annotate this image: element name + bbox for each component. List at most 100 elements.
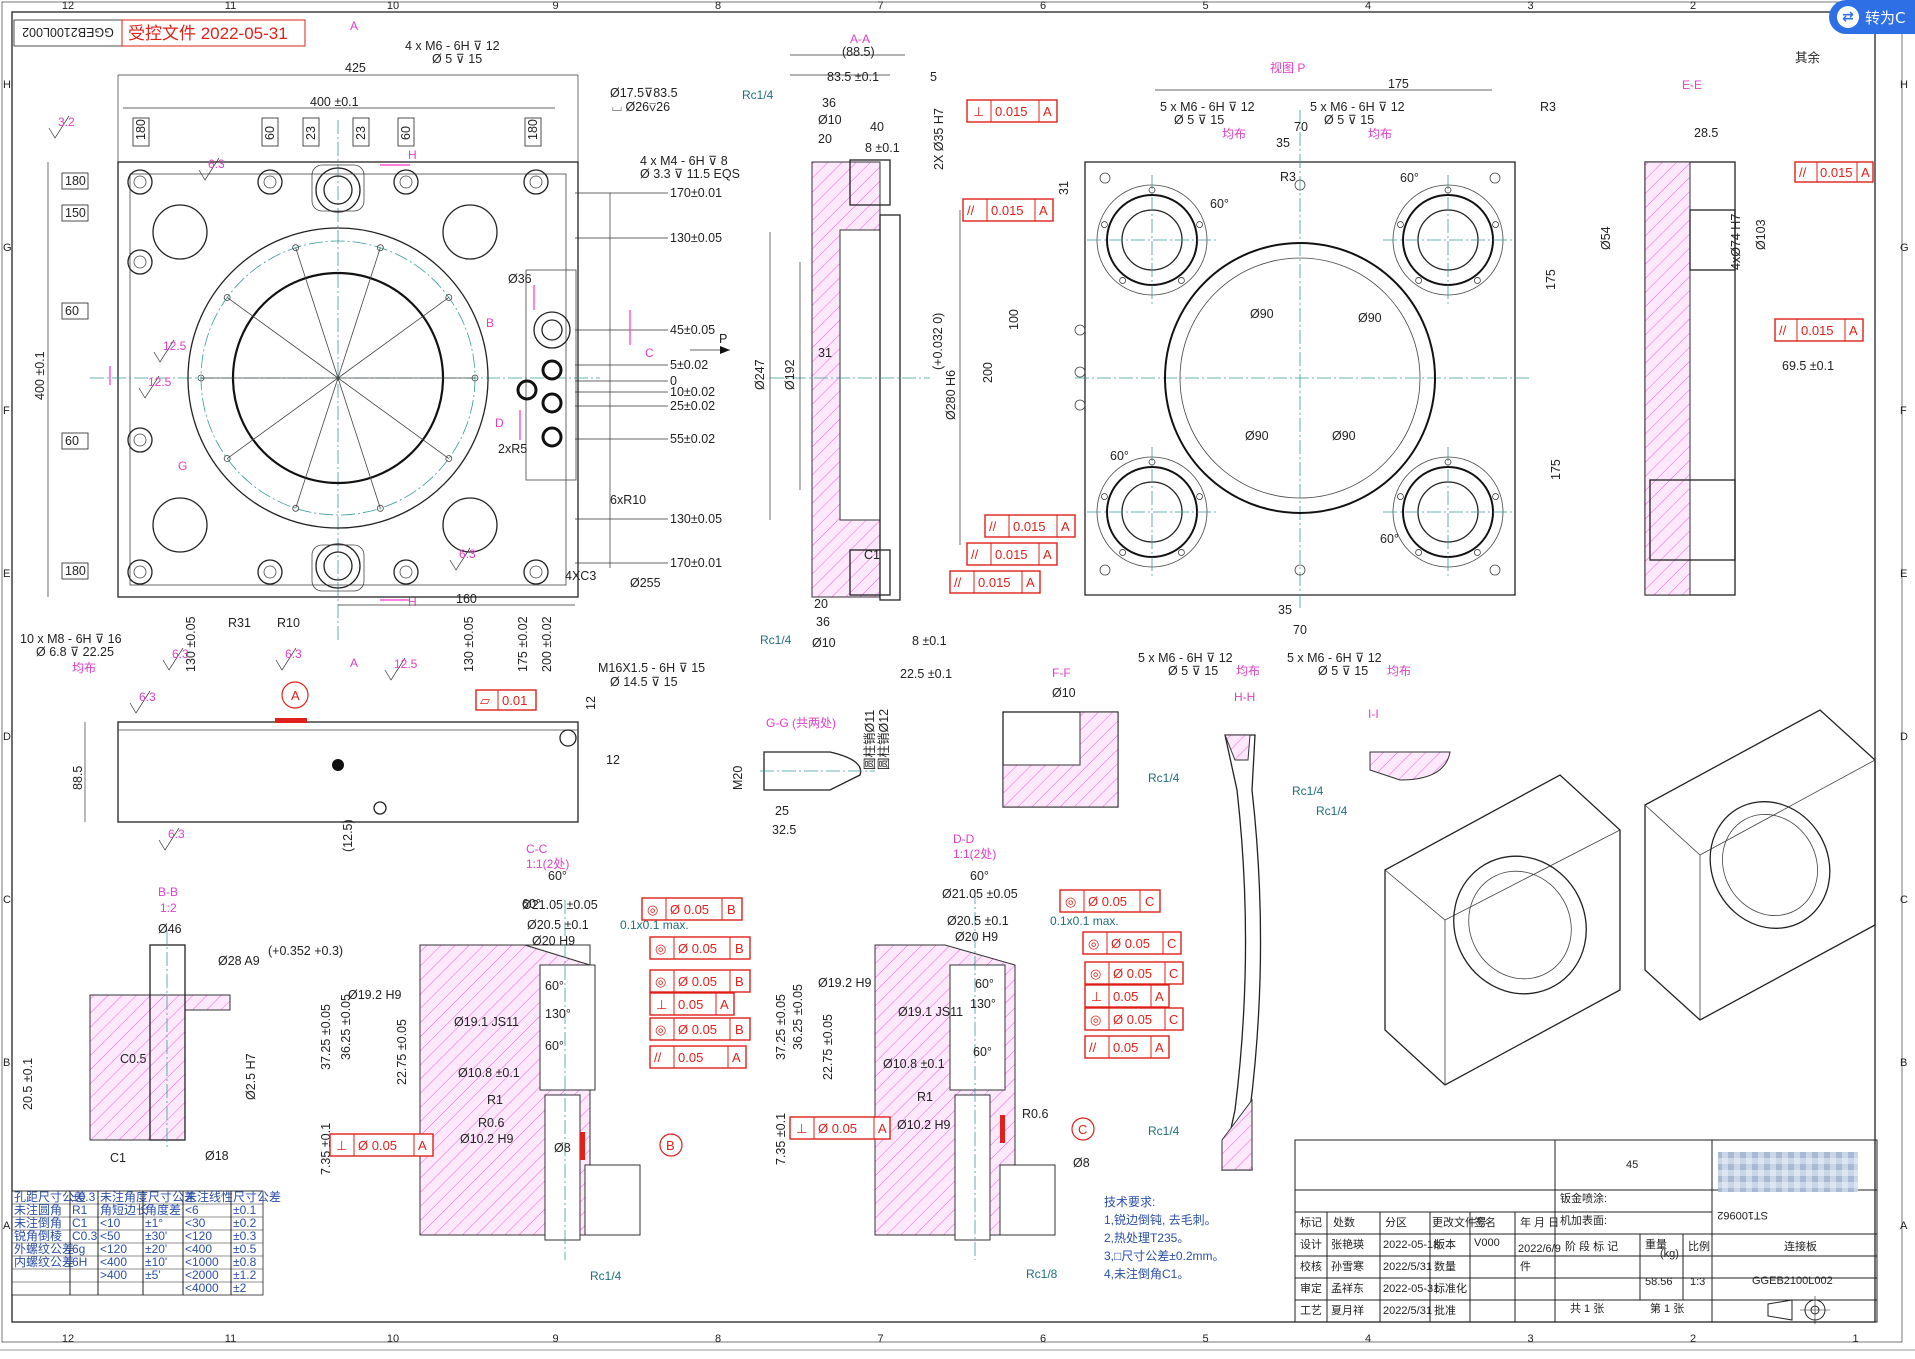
tol-cell-6-4: <2000 [185, 1268, 219, 1282]
small-hole [1074, 399, 1086, 411]
check-label: 校核 [1300, 1259, 1322, 1273]
section-dd-scale: 1:1(2处) [953, 847, 996, 861]
dim-2x-d35-h7: 2X Ø35 H7 [932, 108, 946, 170]
tol-cell-0-0: 孔距尺寸公差 [14, 1190, 86, 1204]
radius-2xr5: 2xR5 [498, 442, 527, 456]
dim-4x-d74-h7: 4xØ74 H7 [1729, 214, 1743, 270]
left-box-dim-3: 60 [65, 434, 79, 448]
tb-header-2: 分区 [1385, 1216, 1407, 1229]
dim-d192: Ø192 [783, 359, 797, 390]
angle-60-tl: 60° [1210, 197, 1229, 211]
svg-text://: // [967, 203, 975, 218]
standardization-label: 标准化 [1434, 1281, 1467, 1295]
svg-text://: // [654, 1050, 662, 1065]
grid-col-top-3: 3 [1527, 0, 1533, 12]
section-gg-label: G-G (共两处) [766, 716, 836, 730]
isometric-views [1384, 709, 1876, 1086]
tol-cell-5-0: 内螺纹公差 [14, 1255, 74, 1269]
tol-cell-0-2: 未注角度尺寸公差 [100, 1189, 196, 1204]
right-dim-d_25: 25±0.02 [670, 399, 715, 413]
dim-d247: Ø247 [753, 359, 767, 390]
cc-dim-d20-5: Ø20.5 ±0.1 [527, 918, 589, 932]
tol-cell-1-1: R1 [72, 1203, 88, 1217]
dim-20-5: 20.5 ±0.1 [21, 1058, 35, 1110]
dim-425: 425 [345, 61, 366, 75]
design-label: 设计 [1300, 1238, 1322, 1251]
section-dd-label: D-D [953, 832, 975, 846]
section-ii-label: I-I [1368, 707, 1379, 721]
dim-12-top: 12 [584, 696, 598, 710]
cc-dim-37-25: 37.25 ±0.05 [319, 1004, 333, 1070]
m16-thread-2: Ø 14.5 ⊽ 15 [610, 675, 678, 689]
svg-text:A: A [1155, 989, 1164, 1004]
pin-d12: 圆柱销Ø12 [876, 709, 891, 770]
svg-text:B: B [735, 974, 744, 989]
roughness-mark-9: 6.3 [459, 547, 476, 561]
dim-d10-bottom: Ø10 [812, 636, 836, 650]
rc14-ii: Rc1/4 [1316, 804, 1348, 818]
version-label: 版本 [1434, 1237, 1456, 1251]
tol-cell-2-5: ±0.2 [233, 1216, 257, 1230]
dd-dim-d20-h9: Ø20 H9 [955, 930, 998, 944]
thread-bl-note-2: Ø 6.8 ⊽ 22.25 [36, 645, 114, 659]
tb-header-0: 标记 [1300, 1215, 1322, 1229]
weight-unit: (kg) [1660, 1248, 1679, 1260]
sheet-frame [11, 11, 1876, 1323]
convert-button[interactable]: ⇄ 转为C [1829, 0, 1915, 34]
bolt-hole [292, 244, 300, 252]
dim-12-5: (12.5) [341, 819, 355, 852]
tol-cell-3-2: <50 [100, 1229, 121, 1243]
grid-col-bottom-6: 6 [1040, 1333, 1046, 1345]
tol-cell-0-1: ±0.3 [72, 1190, 96, 1204]
left-box-dim-1: 150 [65, 206, 86, 220]
dim-400-vertical: 400 ±0.1 [33, 351, 47, 400]
grid-row-left-H: H [3, 79, 11, 91]
svg-text:A: A [1155, 1040, 1164, 1055]
quantity-unit: 件 [1520, 1260, 1531, 1273]
section-hh: H-H Rc1/4 Rc1/4 [1148, 690, 1324, 1171]
grid-row-left-D: D [3, 731, 11, 743]
designer-name: 张艳瑛 [1331, 1237, 1364, 1251]
dim-36-bottom: 36 [816, 615, 830, 629]
cc-dim-22-75: 22.75 ±0.05 [395, 1019, 409, 1085]
dim-35-top: 35 [1276, 136, 1290, 150]
grid-row-left-C: C [3, 894, 11, 906]
angle-60-br: 60° [1380, 532, 1399, 546]
left-box-dim-0: 180 [65, 174, 86, 188]
tol-cell-4-5: ±0.5 [233, 1242, 257, 1256]
dim-d10-top: Ø10 [818, 113, 842, 127]
chamfer-4xc3: 4XC3 [565, 569, 596, 583]
section-bb: B-B 1:2 Ø46 Ø28 A9 (+0.352 +0.3) Ø2.5 H7… [21, 885, 343, 1165]
grid-col-bottom-4: 4 [1365, 1333, 1371, 1345]
dim-8-bottom: 8 ±0.1 [912, 634, 947, 648]
svg-text:0.015: 0.015 [1801, 323, 1834, 338]
dim-175-right-top: 175 [1544, 269, 1558, 290]
small-hole [1294, 179, 1306, 191]
bore-d90-bl: Ø90 [1245, 429, 1269, 443]
tech-note-2: 2,热处理T235。 [1104, 1231, 1189, 1245]
sheet-metal-label: 钣金喷涂: [1560, 1191, 1607, 1205]
dim-d54: Ø54 [1599, 226, 1613, 250]
large-hole [152, 497, 208, 553]
small-hole [1489, 172, 1501, 184]
tol-cell-2-0: 未注倒角 [14, 1215, 62, 1230]
p-even-br: 均布 [1387, 664, 1411, 678]
svg-text:▱: ▱ [480, 693, 490, 708]
svg-text:0.015: 0.015 [1820, 165, 1853, 180]
dd-dim-36-25: 36.25 ±0.05 [791, 984, 805, 1050]
top-box-dim-0: 180 [134, 119, 148, 140]
section-cc: C-C 1:1(2处) 60° Ø21.05 ±0.05 [419, 842, 641, 1260]
cc-rc14: Rc1/4 [590, 1269, 622, 1283]
roughness-mark-2: 12.5 [163, 339, 187, 353]
roughness-mark-7: 6.3 [168, 827, 185, 841]
radius-r31: R31 [228, 616, 251, 630]
small-hole [1099, 172, 1111, 184]
cc-dim-d10-2: Ø10.2 H9 [460, 1132, 514, 1146]
svg-text:0.015: 0.015 [991, 203, 1024, 218]
dim-25: 25 [775, 804, 789, 818]
cc-dim-d10-8: Ø10.8 ±0.1 [458, 1066, 520, 1080]
cc-annotations: 60° Ø21.05 ±0.05 Ø20.5 ±0.1 0.1x0.1 max.… [319, 869, 689, 1283]
